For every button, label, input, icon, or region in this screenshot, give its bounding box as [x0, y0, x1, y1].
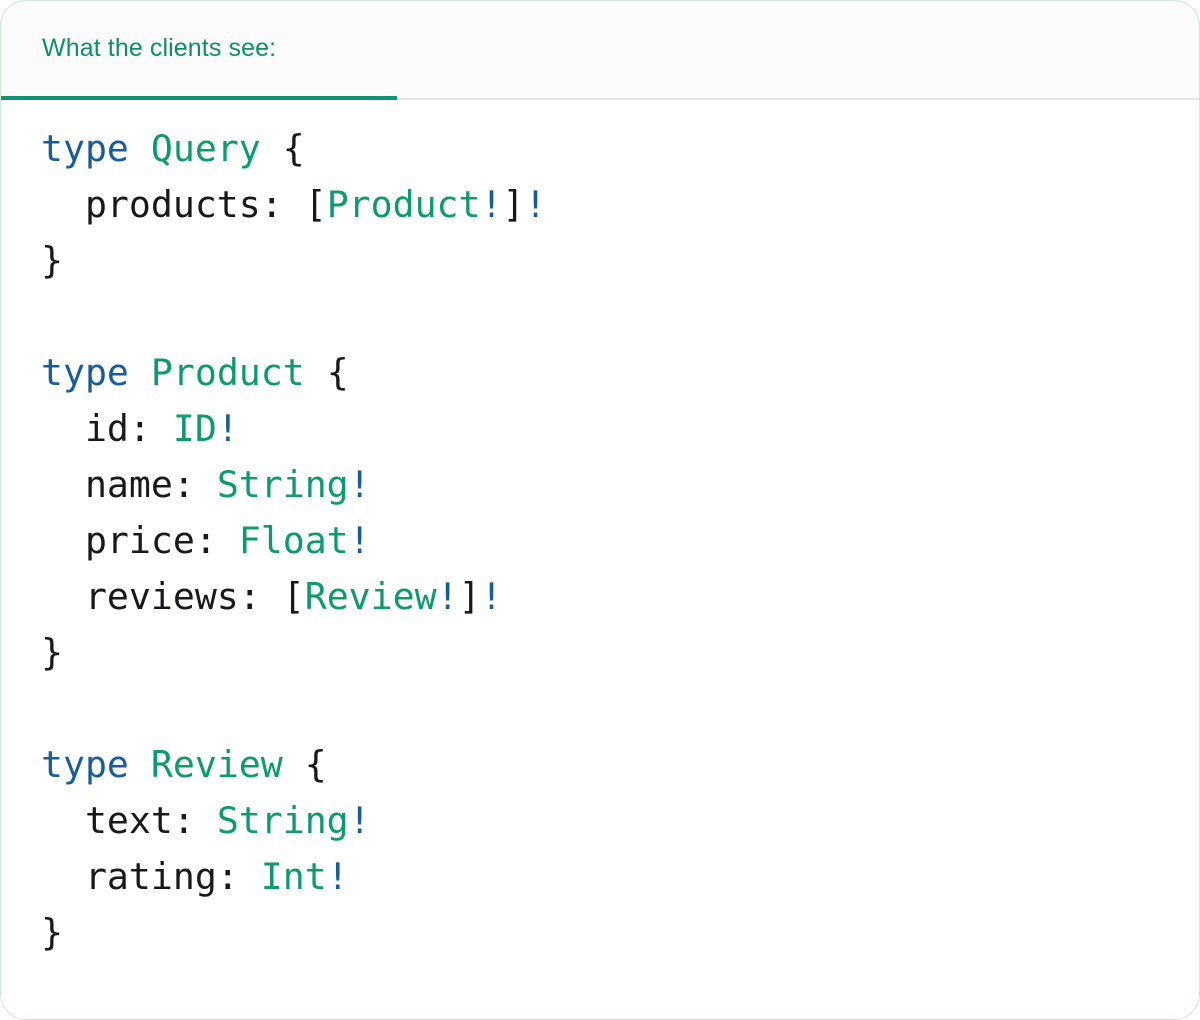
code-token: Review [304, 575, 437, 618]
code-token: { [326, 351, 349, 394]
code-token [129, 127, 151, 170]
code-token: text: [41, 799, 217, 842]
code-token: ! [326, 855, 349, 898]
code-token: ! [524, 183, 547, 226]
code-token: } [41, 239, 63, 282]
code-token: type [41, 127, 129, 170]
code-line: type Product { [41, 345, 1199, 401]
code-token: ! [348, 463, 371, 506]
code-line: } [41, 905, 1199, 961]
code-token: { [282, 127, 305, 170]
tab-label: What the clients see: [42, 34, 277, 62]
code-line [41, 681, 1199, 737]
code-token: ! [480, 183, 503, 226]
code-token: ] [458, 575, 481, 618]
code-line: type Query { [41, 121, 1199, 177]
code-token: ! [480, 575, 503, 618]
code-token: ! [436, 575, 459, 618]
code-line: rating: Int! [41, 849, 1199, 905]
code-token: Product [326, 183, 481, 226]
code-line: id: ID! [41, 401, 1199, 457]
code-token: name: [41, 463, 217, 506]
code-line: name: String! [41, 457, 1199, 513]
code-token: [ [304, 183, 327, 226]
code-token: type [41, 351, 129, 394]
code-line: text: String! [41, 793, 1199, 849]
tab-what-the-clients-see[interactable]: What the clients see: [1, 1, 397, 100]
tab-bar: What the clients see: [1, 1, 1199, 100]
code-token: type [41, 743, 129, 786]
code-token: Float [238, 519, 349, 562]
graphql-schema-code[interactable]: type Query { products: [Product!]!} type… [1, 100, 1199, 961]
code-token: reviews: [41, 575, 283, 618]
code-token: ! [216, 407, 239, 450]
code-line: products: [Product!]! [41, 177, 1199, 233]
code-token: Query [150, 127, 261, 170]
code-token: products: [41, 183, 305, 226]
code-token: ! [348, 799, 371, 842]
code-token: ID [172, 407, 217, 450]
code-token: Int [260, 855, 327, 898]
code-token: String [216, 799, 349, 842]
code-token [283, 743, 305, 786]
code-token: ] [502, 183, 525, 226]
code-token: Review [150, 743, 283, 786]
code-line: price: Float! [41, 513, 1199, 569]
code-token: } [41, 631, 63, 674]
code-token [129, 351, 151, 394]
code-token: { [304, 743, 327, 786]
code-token: id: [41, 407, 173, 450]
code-line: reviews: [Review!]! [41, 569, 1199, 625]
code-line [41, 289, 1199, 345]
code-line: } [41, 233, 1199, 289]
code-token: } [41, 911, 63, 954]
code-line: } [41, 625, 1199, 681]
code-token: price: [41, 519, 239, 562]
code-token: Product [150, 351, 305, 394]
code-token: ! [348, 519, 371, 562]
code-token: [ [282, 575, 305, 618]
code-token: String [216, 463, 349, 506]
code-token [129, 743, 151, 786]
code-token [305, 351, 327, 394]
code-panel: type Query { products: [Product!]!} type… [1, 100, 1199, 1019]
code-token [261, 127, 283, 170]
code-line: type Review { [41, 737, 1199, 793]
code-token: rating: [41, 855, 261, 898]
